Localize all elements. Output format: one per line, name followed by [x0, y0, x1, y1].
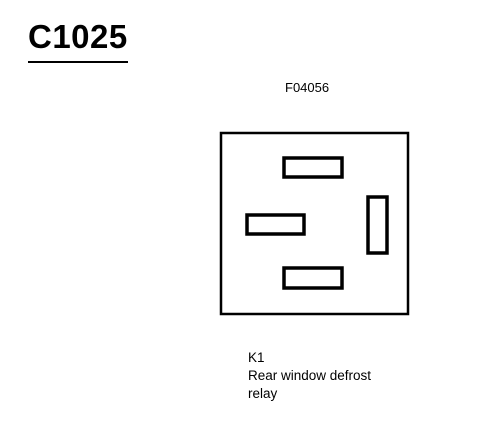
component-description-line1: Rear window defrost	[248, 368, 372, 383]
component-caption: K1 Rear window defrost relay	[248, 349, 371, 403]
terminal-left	[245, 213, 306, 236]
component-description-line2: relay	[248, 386, 278, 401]
connector-id-heading: C1025	[28, 18, 128, 55]
terminal-bottom	[282, 266, 344, 290]
terminal-top	[282, 156, 344, 179]
component-code: K1	[248, 350, 265, 365]
heading-underline	[28, 61, 128, 63]
terminal-right	[366, 195, 389, 255]
connector-housing-outline	[219, 131, 410, 316]
figure-reference-code: F04056	[285, 80, 330, 95]
